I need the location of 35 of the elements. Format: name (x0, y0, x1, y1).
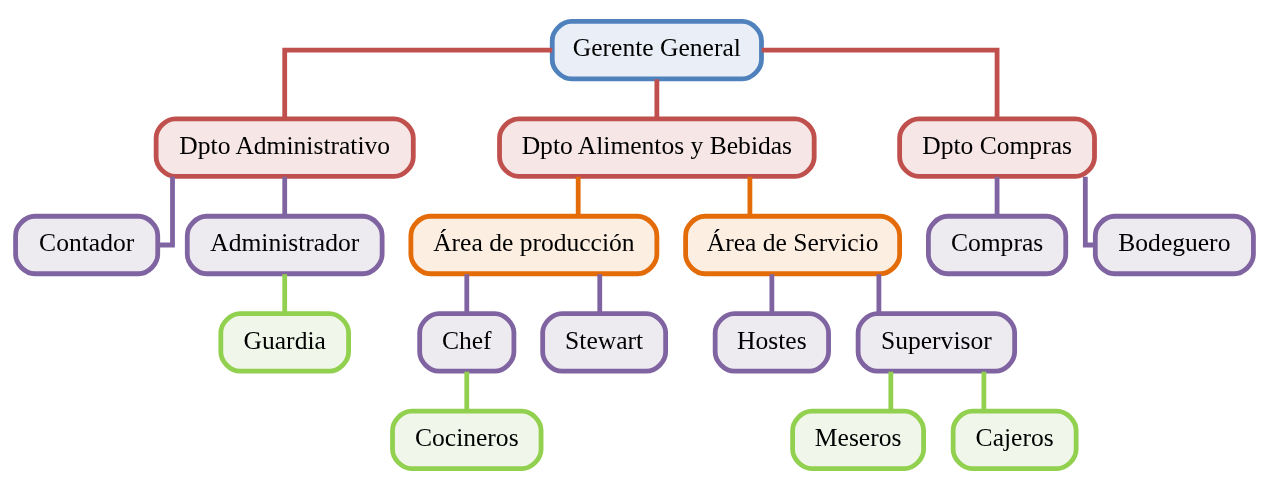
connector (282, 176, 288, 216)
node-box: Chef (417, 310, 517, 374)
connector (654, 78, 660, 118)
connector (282, 273, 288, 313)
connector (769, 273, 775, 313)
connector (888, 371, 894, 411)
connector (282, 47, 553, 118)
node-box: Cajeros (950, 408, 1079, 471)
node-box: Dpto Alimentos y Bebidas (497, 115, 817, 179)
connector (575, 176, 581, 216)
node-box: Meseros (790, 408, 926, 471)
connector (876, 273, 882, 313)
node-box: Gerente General (549, 18, 764, 81)
node-box: Guardia (218, 310, 351, 374)
node-box: Dpto Administrativo (153, 115, 416, 179)
connector (747, 176, 753, 216)
connector (1082, 176, 1095, 247)
connector (464, 371, 470, 411)
connector (981, 371, 987, 411)
node-box: Bodeguero (1092, 213, 1256, 276)
node-box: Dpto Compras (897, 115, 1097, 179)
node-box: Área de Servicio (683, 213, 903, 276)
node-box: Cocineros (390, 408, 544, 471)
connector (158, 176, 175, 247)
node-box: Área de producción (408, 213, 660, 276)
node-box: Supervisor (855, 310, 1018, 374)
node-box: Administrador (184, 213, 385, 276)
connector (994, 176, 1000, 216)
node-box: Contador (13, 213, 161, 276)
node-box: Hostes (712, 310, 831, 374)
connector (761, 47, 1000, 118)
node-box: Compras (926, 213, 1069, 276)
node-box: Stewart (540, 310, 669, 374)
connector (597, 273, 603, 313)
connector (464, 273, 470, 313)
